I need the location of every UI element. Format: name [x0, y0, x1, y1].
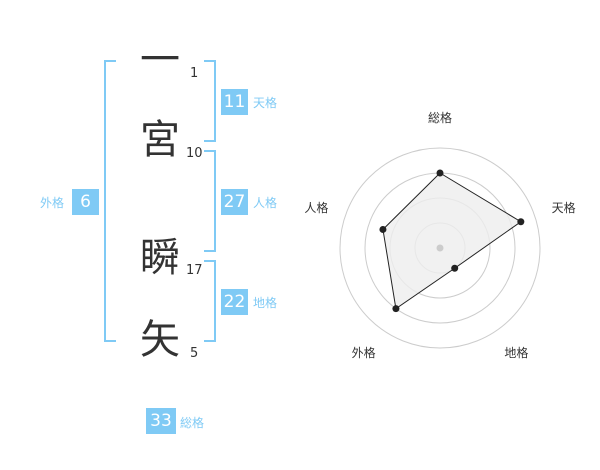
radar-point-2	[451, 264, 459, 272]
jinkaku-value-badge: 27	[221, 189, 248, 215]
soukaku-value-badge: 33	[146, 408, 176, 434]
tenkaku-value-badge: 11	[221, 89, 248, 115]
gaikaku-label: 外格	[40, 196, 65, 210]
name-char-3: 瞬	[140, 235, 180, 281]
jinkaku-bracket	[204, 150, 216, 252]
radar-center	[436, 244, 444, 252]
stroke-count-3: 17	[186, 263, 203, 278]
stroke-count-1: 1	[190, 66, 199, 81]
gaikaku-bracket	[104, 60, 116, 342]
name-char-2: 宮	[140, 117, 180, 163]
name-char-1: 一	[140, 37, 180, 83]
radar-point-1	[517, 218, 525, 226]
chikaku-bracket	[204, 260, 216, 342]
radar-point-3	[392, 305, 400, 313]
stroke-count-4: 5	[190, 346, 199, 361]
radar-point-4	[379, 225, 387, 233]
stroke-count-2: 10	[186, 146, 203, 161]
tenkaku-label: 天格	[253, 96, 278, 110]
radar-point-0	[436, 169, 444, 177]
radar-label-jinkaku: 人格	[304, 200, 328, 215]
radar-ring	[339, 147, 541, 349]
name-char-4: 矢	[140, 317, 180, 363]
jinkaku-label: 人格	[253, 196, 278, 210]
radar-label-chikaku: 地格	[504, 345, 528, 360]
soukaku-label: 総格	[180, 416, 205, 430]
radar-label-tenkaku: 天格	[552, 200, 576, 215]
chikaku-value-badge: 22	[221, 289, 248, 315]
radar-polygon	[382, 172, 522, 310]
tenkaku-bracket	[204, 60, 216, 142]
radar-label-soukaku: 総格	[428, 110, 452, 125]
gaikaku-value-badge: 6	[72, 189, 99, 215]
chikaku-label: 地格	[253, 296, 278, 310]
radar-label-gaikaku: 外格	[352, 345, 376, 360]
